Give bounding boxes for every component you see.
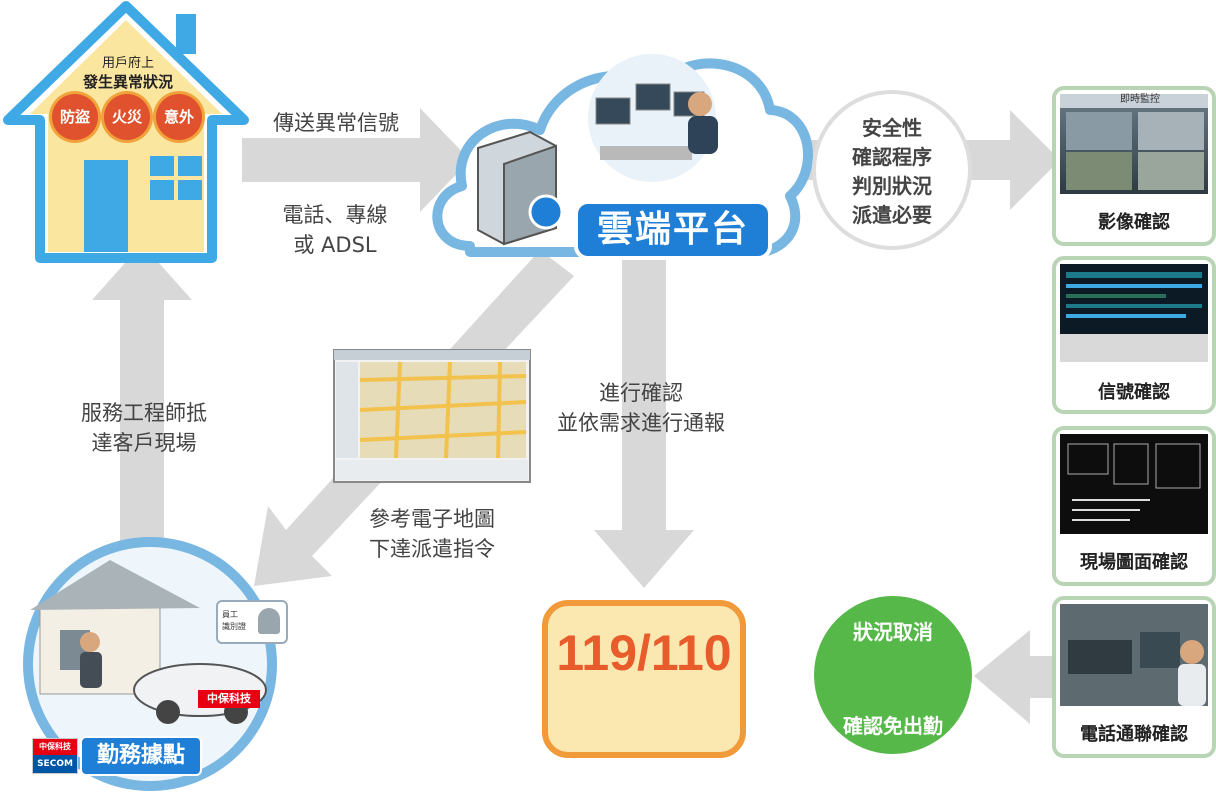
secom-logo: 中保科技 SECOM xyxy=(32,738,78,774)
box-label-phone: 電話通聯確認 xyxy=(1080,724,1188,745)
arrow-base-to-house xyxy=(92,244,192,552)
employee-id-text: 員工 識別證 xyxy=(222,610,246,631)
safety-check-line3: 判別狀況 xyxy=(852,174,932,198)
service-base-illustration xyxy=(23,537,277,791)
avatar-icon xyxy=(258,608,280,634)
electronic-map-image xyxy=(333,349,531,483)
label-channel: 電話、專線 或 ADSL xyxy=(260,200,410,260)
badge-theft: 防盜 xyxy=(52,94,98,140)
house-caption: 用戶府上 發生異常狀況 xyxy=(78,52,178,92)
verification-box-signal xyxy=(1052,256,1216,414)
safety-check-line2: 確認程序 xyxy=(852,145,932,169)
cancel-circle: 狀況取消 確認免出勤 xyxy=(814,596,972,754)
cloud-platform-title: 雲端平台 xyxy=(574,200,772,260)
arrow-house-to-cloud xyxy=(242,108,470,212)
emergency-number: 119/110 xyxy=(556,625,732,681)
safety-check-line1: 安全性 xyxy=(862,116,922,140)
secom-logo-cn: 中保科技 xyxy=(33,739,77,755)
arrow-phone-to-cancel xyxy=(974,630,1054,724)
badge-accident: 意外 xyxy=(156,94,202,140)
house-caption-line1: 用戶府上 xyxy=(101,56,154,71)
label-confirm: 進行確認 並依需求進行通報 xyxy=(546,378,736,438)
badge-fire: 火災 xyxy=(104,94,150,140)
box-label-signal: 信號確認 xyxy=(1098,382,1170,403)
secom-logo-en: SECOM xyxy=(33,755,77,773)
verification-box-video xyxy=(1052,86,1216,246)
service-base-title: 勤務據點 xyxy=(80,736,202,776)
box-label-floorplan: 現場圖面確認 xyxy=(1080,552,1188,573)
house-caption-line2: 發生異常狀況 xyxy=(82,73,173,91)
safety-check-circle: 安全性 確認程序 判別狀況 派遣必要 xyxy=(812,90,972,250)
operator-station-icon xyxy=(588,54,718,182)
server-icon xyxy=(477,130,564,246)
box-label-video: 影像確認 xyxy=(1098,212,1170,233)
label-engineer-line1: 服務工程師抵 xyxy=(81,401,207,425)
label-confirm-line2: 並依需求進行通報 xyxy=(557,411,725,435)
cancel-bottom-text: 確認免出勤 xyxy=(843,714,943,738)
label-send-signal: 傳送異常信號 xyxy=(273,111,399,135)
label-channel-line1: 電話、專線 xyxy=(282,203,388,227)
verification-box-phone xyxy=(1052,596,1216,758)
label-channel-line2: 或 ADSL xyxy=(293,233,377,257)
label-map-line1: 參考電子地圖 xyxy=(369,507,495,531)
label-map: 參考電子地圖 下達派遣指令 xyxy=(352,504,512,564)
label-engineer: 服務工程師抵 達客戶現場 xyxy=(64,398,224,458)
label-engineer-line2: 達客戶現場 xyxy=(91,431,197,455)
cctv-screen-caption: 即時監控 xyxy=(1120,94,1160,105)
safety-check-text: 安全性 確認程序 判別狀況 派遣必要 xyxy=(816,114,968,230)
emergency-panel: 119/110 xyxy=(542,600,746,758)
verification-box-floorplan xyxy=(1052,426,1216,586)
safety-check-line4: 派遣必要 xyxy=(852,203,932,227)
label-confirm-line1: 進行確認 xyxy=(599,381,683,405)
label-map-line2: 下達派遣指令 xyxy=(369,537,495,561)
cancel-top-text: 狀況取消 xyxy=(853,620,933,644)
car-logo-tag: 中保科技 xyxy=(198,690,260,708)
arrow-cloud-to-emergency xyxy=(594,260,694,588)
employee-id-badge: 員工 識別證 xyxy=(216,600,288,644)
